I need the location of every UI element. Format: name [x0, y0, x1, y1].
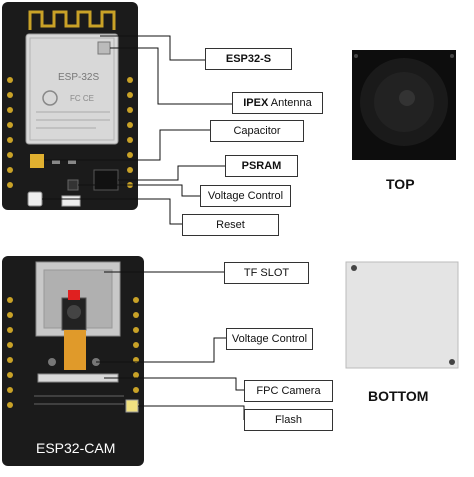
view-title-top: TOP [386, 176, 415, 192]
label-tf-slot-text: TF SLOT [243, 267, 290, 279]
top-left-pins [7, 77, 13, 188]
top-right-pins [127, 77, 133, 188]
label-ipex-rest: Antenna [268, 97, 312, 109]
label-voltage-control-bottom-text: Voltage Control [231, 333, 308, 345]
label-psram-text: PSRAM [241, 160, 282, 172]
wifi-logo-icon [42, 90, 58, 106]
leader-voltage-top [78, 184, 200, 197]
label-fpc-camera-text: FPC Camera [256, 385, 321, 397]
label-tf-slot: TF SLOT [224, 262, 309, 284]
esp32s-module [25, 33, 119, 145]
label-voltage-control-bottom: Voltage Control [226, 328, 313, 350]
pcb-antenna [28, 10, 116, 30]
leader-reset [42, 198, 182, 225]
psram-chip [93, 169, 119, 191]
label-voltage-control-top-text: Voltage Control [207, 190, 284, 202]
label-ipex-antenna: IPEX Antenna [232, 92, 323, 114]
reset-button [27, 191, 43, 207]
fpc-ribbon [64, 330, 86, 370]
bottom-board [2, 256, 144, 466]
label-reset: Reset [182, 214, 279, 236]
label-flash: Flash [244, 409, 333, 431]
label-reset-text: Reset [216, 219, 245, 231]
leader-fpc-camera [104, 377, 244, 391]
label-psram: PSRAM [225, 155, 298, 177]
label-esp32s: ESP32-S [205, 48, 292, 70]
label-fpc-camera: FPC Camera [244, 380, 333, 402]
leader-flash [138, 405, 245, 420]
leader-capacitor [44, 129, 210, 161]
camera-top-view [352, 50, 456, 160]
leader-esp32s [100, 35, 205, 61]
view-title-bottom: BOTTOM [368, 388, 429, 404]
leader-ipex [110, 47, 232, 105]
bottom-left-pins [7, 297, 13, 408]
label-esp32s-text: ESP32-S [225, 53, 272, 65]
leader-voltage-bottom [96, 337, 226, 363]
label-flash-text: Flash [275, 414, 302, 426]
bottom-board-silkscreen: ESP32-CAM [36, 440, 116, 456]
top-board: ESP-32S FC CE [2, 2, 138, 210]
module-marking: ESP-32S [58, 72, 99, 83]
camera-bottom-view [345, 261, 459, 369]
leader-psram [118, 165, 225, 181]
flash-led [125, 399, 139, 413]
capacitor [30, 154, 44, 168]
ipex-connector [97, 41, 111, 55]
label-voltage-control-top: Voltage Control [200, 185, 291, 207]
leader-lines [42, 35, 245, 420]
label-capacitor-text: Capacitor [233, 125, 281, 137]
svg-text:FC CE: FC CE [70, 94, 94, 103]
label-capacitor: Capacitor [210, 120, 304, 142]
label-ipex-bold: IPEX [243, 97, 269, 109]
